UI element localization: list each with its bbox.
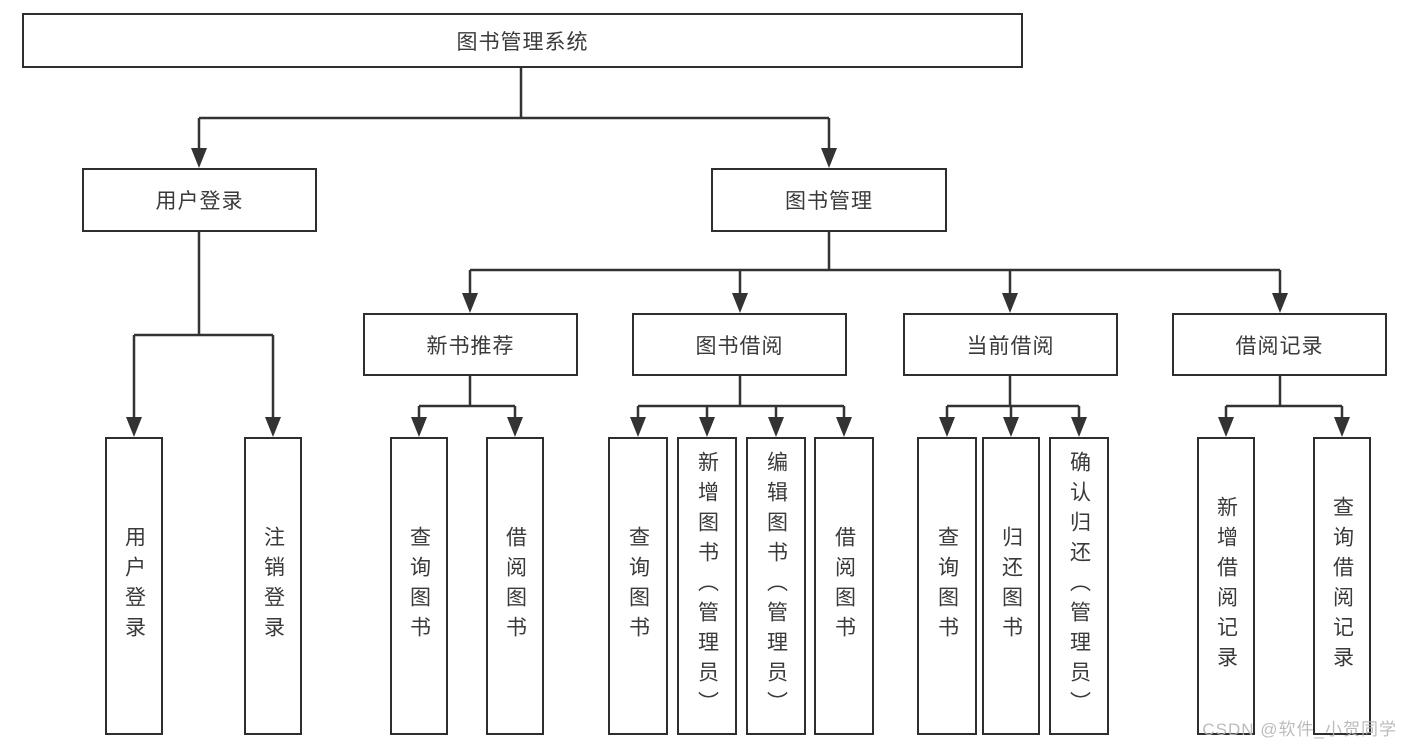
leaf-user-login: 用户登录 [105,437,163,735]
leaf-query-borrow-record: 查询借阅记录 [1313,437,1371,735]
leaf-borrow-book-1: 借阅图书 [486,437,544,735]
leaf-query-book-1: 查询图书 [390,437,448,735]
leaf-logout-label: 注销登录 [261,526,285,646]
leaf-query-book-2-label: 查询图书 [626,526,650,646]
edges-book-borrow-to-leaves [630,376,852,437]
leaf-borrow-book-2: 借阅图书 [814,437,874,735]
leaf-query-book-2: 查询图书 [608,437,668,735]
node-borrow-records-label: 借阅记录 [1235,334,1324,358]
node-new-book-recommend-label: 新书推荐 [426,334,515,358]
leaf-confirm-return-admin: 确认归还（管理员） [1049,437,1109,735]
leaf-logout: 注销登录 [244,437,302,735]
leaf-borrow-book-2-label: 借阅图书 [832,526,856,646]
node-book-management-label: 图书管理 [785,190,873,213]
node-current-borrow-label: 当前借阅 [966,334,1055,358]
leaf-borrow-book-1-label: 借阅图书 [503,526,527,646]
edges-new-book-to-leaves [411,376,523,437]
node-current-borrow: 当前借阅 [903,313,1118,376]
edges-user-login-to-leaves [126,232,281,437]
leaf-return-book: 归还图书 [982,437,1040,735]
leaf-query-book-3: 查询图书 [917,437,977,735]
node-book-borrow-label: 图书借阅 [695,334,784,358]
node-user-login-label: 用户登录 [155,190,244,213]
node-library-system-label: 图书管理系统 [456,30,589,54]
leaf-add-borrow-record-label: 新增借阅记录 [1214,496,1238,676]
node-new-book-recommend: 新书推荐 [363,313,578,376]
leaf-return-book-label: 归还图书 [999,526,1023,646]
leaf-confirm-return-admin-label: 确认归还（管理员） [1067,451,1091,721]
edges-borrow-records-to-leaves [1218,376,1350,437]
csdn-watermark: CSDN @软件_小贺同学 [1202,720,1397,739]
leaf-query-book-3-label: 查询图书 [935,526,959,646]
leaf-user-login-label: 用户登录 [122,526,146,646]
edges-book-mgmt-to-level3 [462,232,1288,313]
leaf-add-borrow-record: 新增借阅记录 [1197,437,1255,735]
node-book-management: 图书管理 [711,168,947,232]
leaf-edit-book-admin-label: 编辑图书（管理员） [764,451,788,721]
leaf-edit-book-admin: 编辑图书（管理员） [746,437,806,735]
node-user-login: 用户登录 [82,168,317,232]
leaf-add-book-admin-label: 新增图书（管理员） [695,451,719,721]
node-borrow-records: 借阅记录 [1172,313,1387,376]
node-book-borrow: 图书借阅 [632,313,847,376]
edges-root-to-level2 [191,68,837,168]
edges-current-borrow-to-leaves [939,376,1087,437]
leaf-query-book-1-label: 查询图书 [407,526,431,646]
leaf-query-borrow-record-label: 查询借阅记录 [1330,496,1354,676]
leaf-add-book-admin: 新增图书（管理员） [677,437,737,735]
node-library-system: 图书管理系统 [22,13,1023,68]
